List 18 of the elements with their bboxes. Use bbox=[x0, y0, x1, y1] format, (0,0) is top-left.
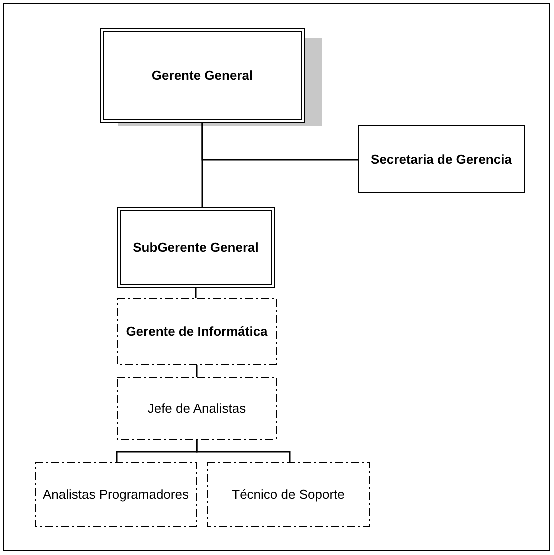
org-box bbox=[117, 207, 275, 288]
connector-line bbox=[195, 288, 197, 298]
box-label: Gerente de Informática bbox=[126, 323, 268, 340]
dashed-box bbox=[117, 377, 277, 440]
box-label: Analistas Programadores bbox=[43, 486, 189, 503]
box-label: Secretaria de Gerencia bbox=[371, 150, 512, 168]
dashed-box bbox=[207, 462, 370, 527]
connector-line bbox=[202, 123, 358, 161]
connector-line bbox=[196, 365, 198, 377]
dashed-box bbox=[35, 462, 197, 527]
connector-line bbox=[196, 440, 291, 462]
box-label: Técnico de Soporte bbox=[232, 486, 345, 503]
org-box bbox=[358, 125, 525, 193]
box-label: Jefe de Analistas bbox=[148, 400, 246, 417]
dashed-box bbox=[117, 298, 277, 365]
box-label: Gerente General bbox=[152, 67, 254, 84]
org-box bbox=[100, 28, 305, 123]
box-label: SubGerente General bbox=[133, 239, 259, 256]
